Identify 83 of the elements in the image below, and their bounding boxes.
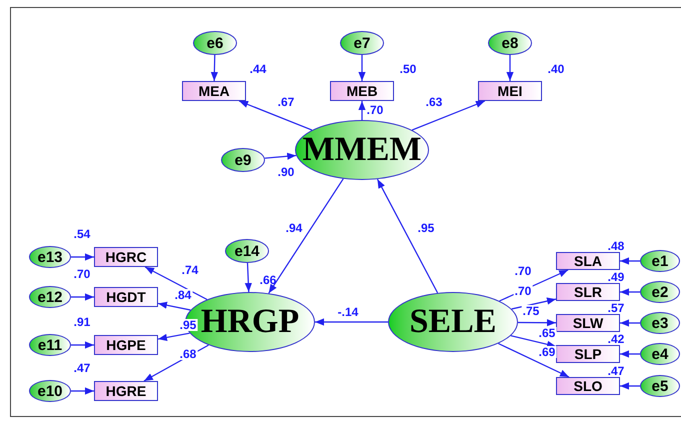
edge-label: .70 [514, 285, 532, 297]
arrow [144, 266, 208, 300]
r-squared-value: .42 [608, 332, 624, 344]
observed-variable-box: SLW [556, 314, 620, 332]
arrow [71, 387, 94, 395]
edge-label: .68 [178, 348, 198, 360]
arrow [518, 319, 556, 326]
edge-label: .95 [416, 222, 436, 234]
arrow [620, 319, 640, 327]
edge-label: .70 [366, 104, 384, 116]
arrow [315, 318, 388, 326]
error-term-ellipse: e10 [29, 380, 71, 402]
arrow [71, 253, 94, 261]
r-squared-value: .47 [74, 362, 90, 374]
error-term-ellipse: e12 [29, 286, 71, 308]
arrow [264, 152, 296, 160]
edge-label: .84 [174, 289, 192, 301]
edge-label: .67 [276, 96, 296, 108]
arrow [71, 341, 94, 349]
error-term-ellipse: e3 [640, 312, 680, 334]
r-squared-value: .57 [608, 302, 624, 314]
r-squared-value: .54 [74, 228, 90, 240]
r-squared-value: .91 [74, 316, 90, 328]
error-term-ellipse: e9 [221, 148, 265, 172]
arrow [238, 100, 312, 131]
r-squared-value: .40 [548, 63, 564, 75]
observed-variable-box: SLR [556, 283, 620, 301]
observed-variable-box: HGRE [94, 381, 158, 401]
arrow [620, 257, 640, 265]
arrow [158, 332, 190, 341]
observed-variable-box: HGDT [94, 287, 158, 307]
r-squared-value: .66 [260, 274, 276, 286]
arrow [510, 335, 556, 348]
arrow [244, 262, 252, 292]
arrow [376, 178, 438, 294]
arrow [210, 54, 218, 82]
r-squared-value: .47 [608, 364, 624, 376]
edge-label: .94 [284, 222, 304, 234]
arrow [620, 350, 640, 358]
r-squared-value: .70 [74, 268, 90, 280]
observed-variable-box: MEI [478, 81, 542, 101]
arrow [358, 55, 366, 81]
edge-label: -.14 [336, 306, 360, 318]
edge-label: .70 [514, 265, 532, 277]
edge-label: .74 [180, 264, 200, 276]
error-term-ellipse: e14 [225, 239, 269, 263]
error-term-ellipse: e13 [29, 246, 71, 268]
observed-variable-box: SLA [556, 252, 620, 270]
error-term-ellipse: e2 [640, 281, 680, 303]
arrow [71, 293, 94, 301]
r-squared-value: .44 [250, 63, 266, 75]
r-squared-value: .90 [278, 166, 294, 178]
arrow [358, 101, 366, 120]
edge-label: .63 [424, 96, 444, 108]
edge-label: .75 [522, 305, 540, 317]
edge-label: .95 [178, 319, 198, 331]
arrow [158, 302, 191, 311]
observed-variable-box: HGPE [94, 335, 158, 355]
error-term-ellipse: e5 [640, 375, 680, 397]
observed-variable-box: SLO [556, 377, 620, 395]
arrow [498, 342, 570, 378]
error-term-ellipse: e4 [640, 343, 680, 365]
error-term-ellipse: e7 [340, 31, 384, 55]
edge-label: .65 [538, 327, 556, 339]
error-term-ellipse: e8 [488, 31, 532, 55]
arrow [511, 298, 556, 310]
r-squared-value: .48 [608, 240, 624, 252]
r-squared-value: .49 [608, 270, 624, 282]
observed-variable-box: MEA [182, 81, 246, 101]
r-squared-value: .50 [400, 63, 416, 75]
observed-variable-box: HGRC [94, 247, 158, 267]
arrow [620, 382, 640, 390]
arrow [268, 178, 344, 294]
arrow [620, 288, 640, 296]
error-term-ellipse: e1 [640, 250, 680, 272]
latent-variable-ellipse: MMEM [295, 120, 429, 180]
error-term-ellipse: e11 [29, 334, 71, 356]
edge-label: .69 [538, 346, 556, 358]
error-term-ellipse: e6 [193, 31, 237, 55]
observed-variable-box: SLP [556, 345, 620, 363]
arrow [412, 100, 486, 131]
observed-variable-box: MEB [330, 81, 394, 101]
arrow [506, 55, 514, 81]
